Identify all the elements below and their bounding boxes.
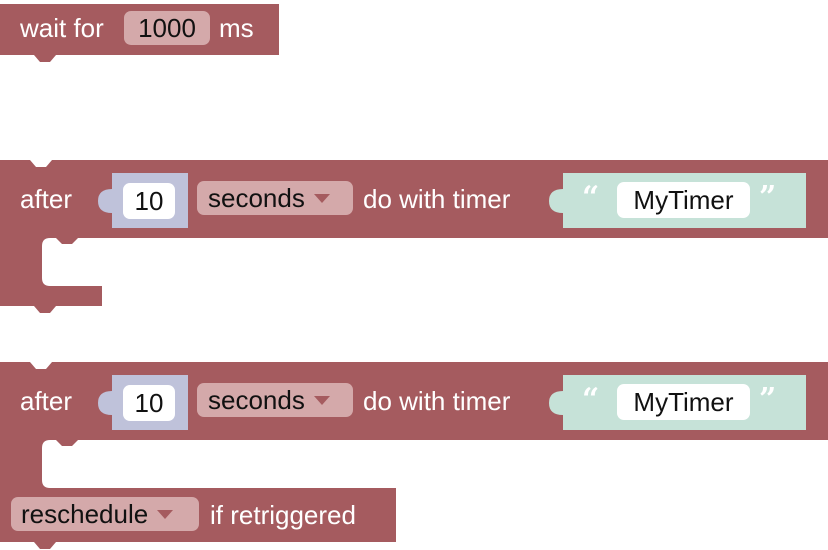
after-2-timer-name-field[interactable]: MyTimer xyxy=(617,384,750,420)
chevron-down-icon xyxy=(157,509,174,519)
open-quote-icon: “ xyxy=(582,180,600,215)
after-2-unit-label: seconds xyxy=(208,385,305,415)
after-2-number-field[interactable]: 10 xyxy=(123,385,175,421)
after-1-timer-name-field[interactable]: MyTimer xyxy=(617,182,750,218)
after-2-mode-dropdown[interactable]: reschedule xyxy=(11,497,199,531)
after-1-unit-dropdown[interactable]: seconds xyxy=(197,181,353,215)
after-1-label: after xyxy=(20,184,73,214)
after-2-middle-label: do with timer xyxy=(363,386,511,416)
after-1-number-field[interactable]: 10 xyxy=(123,183,175,219)
after-2-mode-suffix: if retriggered xyxy=(210,500,356,530)
after-1-middle-label: do with timer xyxy=(363,184,511,214)
wait-unit-label: ms xyxy=(219,13,254,43)
chevron-down-icon xyxy=(313,193,330,203)
chevron-down-icon xyxy=(313,395,330,405)
wait-duration-field[interactable]: 1000 xyxy=(124,11,210,45)
after-2-unit-dropdown[interactable]: seconds xyxy=(197,383,353,417)
after-2-label: after xyxy=(20,386,73,416)
wait-label: wait for xyxy=(20,13,104,43)
close-quote-icon: ” xyxy=(759,180,777,215)
after-2-mode-label: reschedule xyxy=(21,499,149,529)
open-quote-icon: “ xyxy=(582,382,600,417)
close-quote-icon: ” xyxy=(759,382,777,417)
after-1-unit-label: seconds xyxy=(208,183,305,213)
